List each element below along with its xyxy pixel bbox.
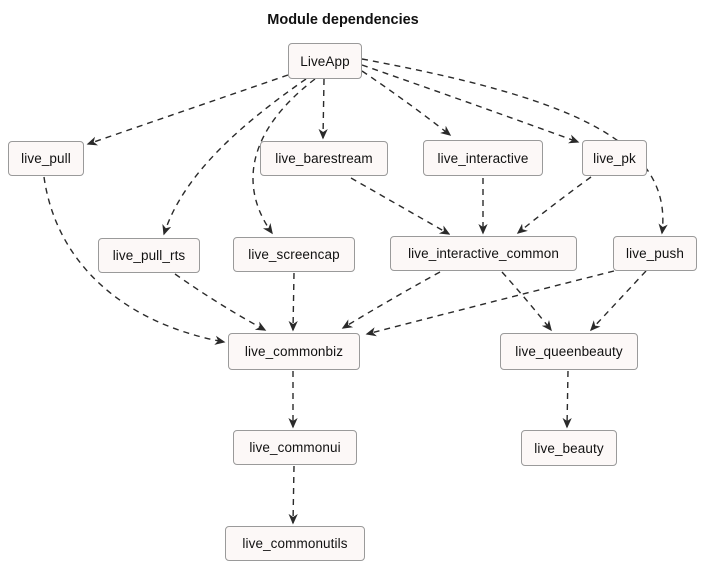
node-live_pull_rts: live_pull_rts	[98, 238, 200, 273]
node-live_pull: live_pull	[8, 141, 84, 176]
node-live_push: live_push	[613, 236, 697, 271]
edge-LiveApp-to-live_pull_rts	[162, 78, 307, 236]
edge-LiveApp-to-live_push	[361, 58, 668, 235]
edge-live_push-to-live_queenbeauty	[589, 270, 647, 332]
node-live_commonutils: live_commonutils	[225, 526, 365, 561]
edge-LiveApp-to-live_barestream	[318, 78, 328, 140]
node-live_screencap: live_screencap	[233, 237, 355, 272]
edge-LiveApp-to-live_interactive	[361, 70, 452, 136]
edge-live_interactive_common-to-live_queenbeauty	[501, 271, 552, 332]
edge-live_commonui-to-live_commonutils	[288, 465, 298, 525]
node-live_commonui: live_commonui	[233, 430, 357, 465]
edge-LiveApp-to-live_screencap	[252, 78, 316, 235]
node-live_beauty: live_beauty	[521, 430, 617, 466]
edge-live_interactive_common-to-live_commonbiz	[341, 271, 441, 329]
diagram-title: Module dependencies	[267, 12, 419, 28]
edge-LiveApp-to-live_pk	[361, 64, 580, 144]
node-live_queenbeauty: live_queenbeauty	[500, 333, 638, 370]
edge-LiveApp-to-live_pull	[86, 74, 289, 146]
node-live_interactive: live_interactive	[423, 140, 543, 176]
edge-live_barestream-to-live_interactive_common	[350, 177, 451, 235]
edge-live_push-to-live_commonbiz	[365, 270, 615, 337]
node-LiveApp: LiveApp	[288, 43, 362, 79]
node-live_commonbiz: live_commonbiz	[228, 333, 360, 370]
node-live_interactive_common: live_interactive_common	[390, 236, 577, 271]
edge-live_queenbeauty-to-live_beauty	[562, 370, 572, 429]
edge-live_pull_rts-to-live_commonbiz	[174, 273, 267, 331]
edge-live_pull-to-live_commonbiz	[43, 176, 226, 345]
edge-live_screencap-to-live_commonbiz	[288, 272, 298, 332]
node-live_barestream: live_barestream	[260, 141, 388, 176]
edge-live_pk-to-live_interactive_common	[516, 176, 592, 234]
node-live_pk: live_pk	[582, 140, 647, 176]
